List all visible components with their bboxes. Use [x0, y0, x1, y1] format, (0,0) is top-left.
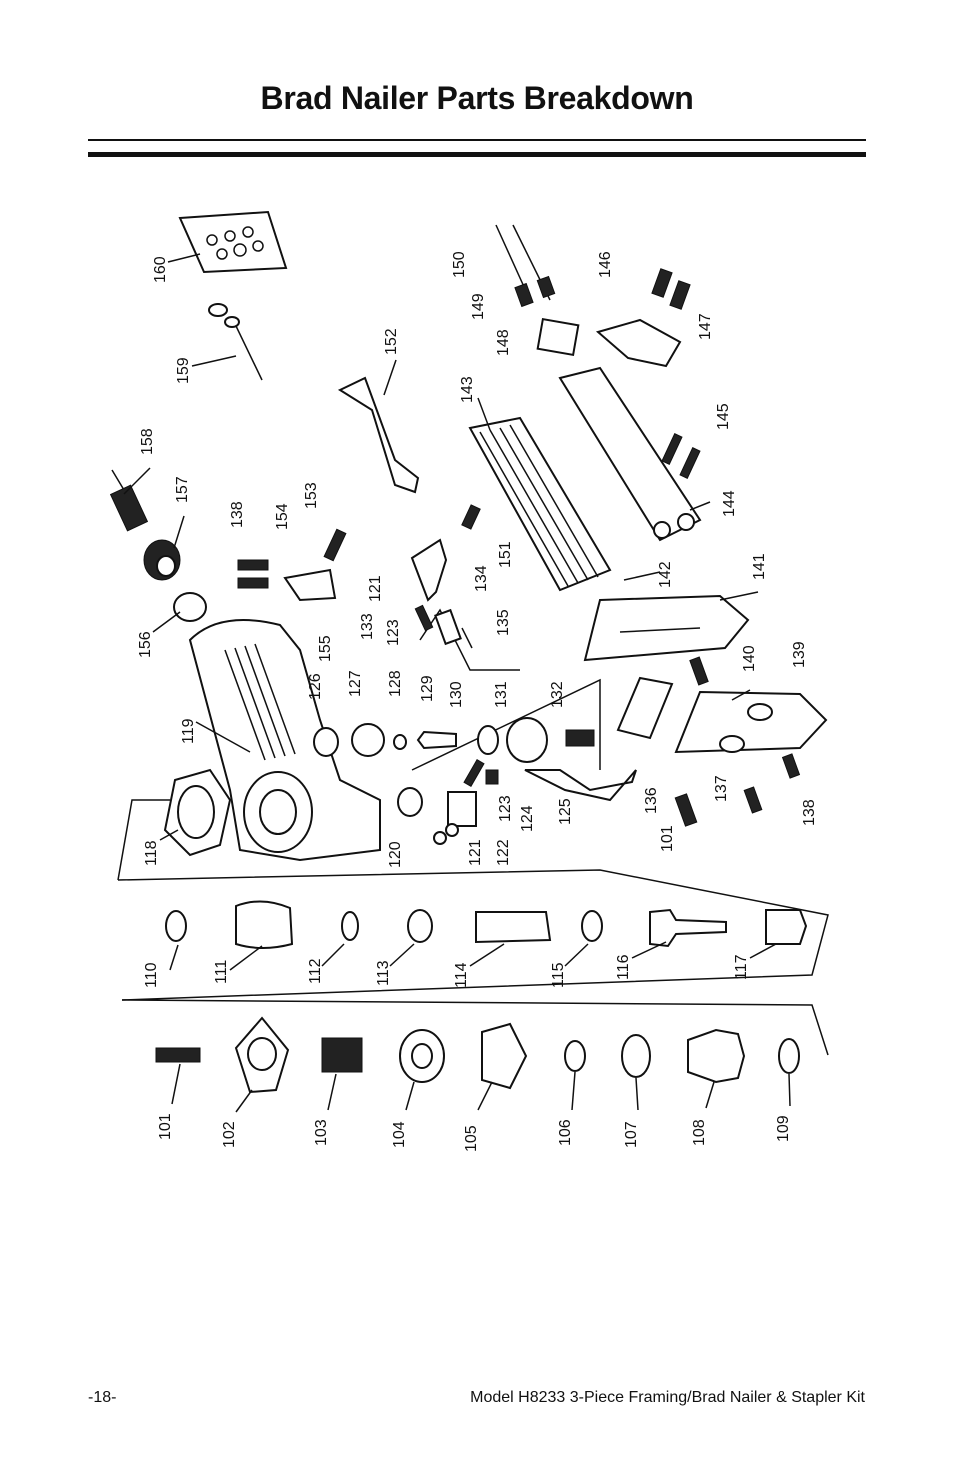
- callout-117: 117: [733, 954, 750, 980]
- parts-row-110-117: [165, 900, 808, 949]
- callout-127: 127: [347, 670, 364, 697]
- callout-125: 125: [557, 798, 574, 825]
- callout-152: 152: [383, 328, 400, 355]
- part-148: [536, 317, 580, 357]
- callout-141: 141: [751, 553, 768, 580]
- part-146-bolts: [651, 268, 691, 310]
- callout-110: 110: [143, 962, 160, 988]
- callout-147: 147: [697, 313, 714, 340]
- callout-104: 104: [391, 1121, 408, 1148]
- callout-107: 107: [623, 1121, 640, 1148]
- callout-103: 103: [313, 1119, 330, 1146]
- callout-122: 122: [495, 839, 512, 866]
- parts-120-125: [397, 759, 637, 845]
- callout-120: 120: [387, 841, 404, 868]
- footer-model: Model H8233 3-Piece Framing/Brad Nailer …: [470, 1389, 865, 1406]
- callout-149: 149: [470, 293, 487, 320]
- callout-158: 158: [139, 428, 156, 455]
- callout-148: 148: [495, 329, 512, 356]
- callout-153: 153: [303, 482, 320, 509]
- callout-160: 160: [152, 256, 169, 283]
- callout-135: 135: [495, 609, 512, 636]
- callout-101: 101: [157, 1113, 174, 1140]
- callout-145: 145: [715, 403, 732, 430]
- part-143-magazine: [468, 416, 612, 592]
- callout-133: 133: [359, 613, 376, 640]
- callout-113: 113: [375, 960, 392, 986]
- callout-151: 151: [497, 541, 514, 568]
- part-158-157-156-inlet: [109, 469, 207, 622]
- callout-129: 129: [419, 675, 436, 702]
- part-147-bracket: [595, 318, 682, 368]
- callout-140: 140: [741, 645, 758, 672]
- callout-124: 124: [519, 805, 536, 832]
- callout-121: 121: [467, 839, 484, 866]
- callout-111: 111: [213, 960, 230, 984]
- screws: [237, 504, 801, 827]
- callout-115: 115: [550, 962, 567, 988]
- callout-156: 156: [137, 631, 154, 658]
- page-number: -18-: [88, 1389, 117, 1406]
- callout-138a: 138: [801, 799, 818, 826]
- callout-131: 131: [493, 681, 510, 708]
- assembly-guide-lines: [117, 608, 829, 1056]
- part-144-rails: [558, 366, 702, 542]
- part-trigger-133-134-135: [410, 538, 473, 649]
- callout-150: 150: [451, 251, 468, 278]
- callout-121a: 121: [367, 575, 384, 602]
- callout-144: 144: [721, 490, 738, 517]
- leader-lines: [123, 253, 791, 1113]
- callout-134: 134: [473, 565, 490, 592]
- callout-119: 119: [180, 718, 197, 744]
- part-154-bracket: [283, 568, 337, 602]
- callout-126: 126: [307, 673, 324, 700]
- callout-157: 157: [174, 476, 191, 503]
- callout-118: 118: [143, 840, 160, 866]
- callout-112: 112: [307, 958, 324, 984]
- page-title: Brad Nailer Parts Breakdown: [260, 80, 694, 116]
- callout-123b: 123: [497, 795, 514, 822]
- part-145-springs: [661, 433, 701, 479]
- callout-labels: 160 159 158 157 156 155 154 153 152 151 …: [137, 251, 808, 1152]
- part-118-gasket: [163, 768, 232, 857]
- callout-142: 142: [657, 561, 674, 588]
- part-136-block: [616, 676, 674, 740]
- callout-labels-repeat: 138 121 123 123 101: [367, 575, 818, 852]
- header-rule-thick: [88, 152, 866, 157]
- callout-154: 154: [274, 503, 291, 530]
- callout-138b: 138: [229, 501, 246, 528]
- callout-139: 139: [791, 641, 808, 668]
- part-152-plate: [337, 376, 420, 494]
- callout-108: 108: [691, 1119, 708, 1146]
- callout-101a: 101: [659, 825, 676, 852]
- callout-102: 102: [221, 1121, 238, 1148]
- callout-114: 114: [453, 962, 470, 988]
- callout-105: 105: [463, 1125, 480, 1152]
- part-159-pin: [208, 303, 263, 381]
- header-rule-thin: [88, 139, 866, 141]
- callout-109: 109: [775, 1115, 792, 1142]
- part-119-body: [188, 619, 381, 862]
- callout-123a: 123: [385, 619, 402, 646]
- callout-116: 116: [615, 954, 632, 980]
- callout-130: 130: [448, 681, 465, 708]
- parts-row-101-109: [155, 1016, 800, 1094]
- callout-136: 136: [643, 787, 660, 814]
- callout-132: 132: [549, 681, 566, 708]
- valve-parts-126-132: [313, 717, 595, 763]
- part-150-149-rods: [495, 224, 556, 308]
- callout-106: 106: [557, 1119, 574, 1146]
- callout-128: 128: [387, 670, 404, 697]
- part-139-plate: [674, 690, 828, 754]
- callout-155: 155: [317, 635, 334, 662]
- callout-137: 137: [713, 775, 730, 802]
- callout-159: 159: [175, 357, 192, 384]
- callout-146: 146: [597, 251, 614, 278]
- callout-143: 143: [459, 376, 476, 403]
- part-160-seal-kit: [178, 210, 288, 274]
- part-141-nose: [583, 594, 750, 662]
